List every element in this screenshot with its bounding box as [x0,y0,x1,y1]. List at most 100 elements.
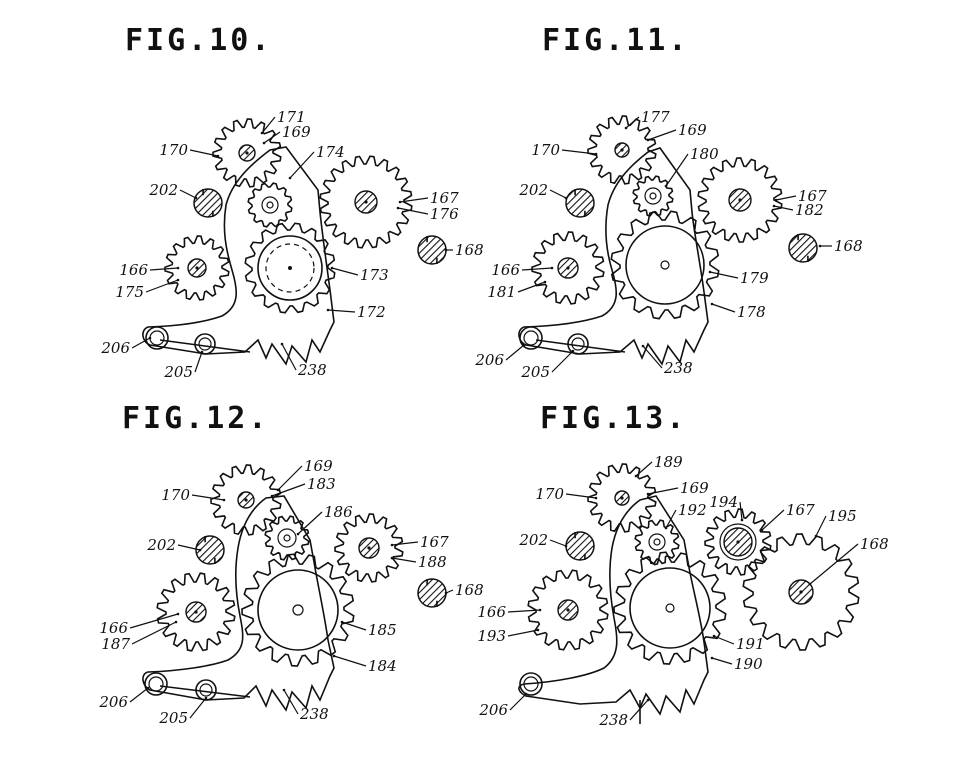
stud [193,188,223,218]
leader-line [289,151,315,179]
shaft-center [566,608,570,612]
leader-line [561,149,597,155]
reference-numeral: 179 [740,269,769,287]
gear [319,155,413,249]
reference-numeral: 177 [641,108,670,126]
leader-dot [332,654,336,658]
pivot-pin [195,679,217,701]
gear [156,572,236,652]
reference-numeral: 168 [860,535,889,553]
gear-outline [613,551,727,665]
gear [632,175,674,217]
leader-line [565,493,597,499]
reference-numeral: 175 [115,283,144,301]
gear-outline [264,515,310,561]
leader-dot [146,686,150,690]
leader-line [665,509,677,529]
reference-numeral: 238 [299,705,329,723]
leader-line [517,281,546,293]
gear-outline [531,231,605,305]
reference-numeral: 206 [478,701,508,719]
leader-dot [710,656,714,660]
leader-line [189,149,219,157]
gear-outline [244,222,336,314]
leader-dot [536,628,540,632]
pin-outer [519,672,543,696]
pin-inner [148,676,164,692]
leader-dot [814,534,818,538]
leader-line [507,609,541,613]
leader-dot [664,526,668,530]
leader-dot [818,244,822,248]
leader-dot [774,198,778,202]
reference-numeral: 206 [98,693,128,711]
leader-dot [571,349,575,353]
leader-line [177,544,201,551]
fig13-lever-plate [518,495,709,716]
leader-dot [194,196,198,200]
gear-outline [241,553,355,667]
gear-outline [212,118,282,188]
leader-dot [710,302,714,306]
leader-dot [260,131,264,135]
leader-dot [594,496,598,500]
leader-dot [634,474,638,478]
stud-slot [574,189,586,217]
leader-dot [288,176,292,180]
pin-inner [523,676,539,692]
leader-line [263,131,281,144]
gear-hub-ring [719,523,757,561]
gear-hub-ring [261,196,279,214]
stud-slot [204,536,216,564]
reference-numeral: 238 [297,361,327,379]
shaft-center [245,151,249,155]
leader-dot [444,248,448,252]
leader-dot [564,196,568,200]
leader-dot [522,343,526,347]
leader-dot [538,608,542,612]
gear-outline [634,519,680,565]
leader-dot [708,270,712,274]
pin-outer [144,672,168,696]
gear [587,115,657,185]
reference-numeral: 167 [430,189,459,207]
leader-line [277,465,303,491]
leader-line [549,189,567,199]
gear-outline [164,235,230,301]
reference-numeral: 183 [307,475,336,493]
gear-outline [334,513,404,583]
leader-line [709,271,739,279]
leader-line [713,635,735,645]
gear [613,551,727,665]
leader-line [739,501,743,521]
gear [610,210,720,320]
reference-numeral: 181 [487,283,516,301]
shaft-center [292,604,304,616]
reference-numeral: 167 [798,187,827,205]
reference-numeral: 192 [678,501,707,519]
leader-line [131,621,177,645]
leader-dot [624,126,628,130]
leader-line [775,195,797,201]
shaft-center [799,590,803,594]
stud-slot [574,532,586,560]
stud [417,235,447,265]
leader-line [129,687,149,703]
reference-numeral: 171 [277,108,306,126]
reference-numeral: 168 [455,241,484,259]
leader-dot [543,280,547,284]
leader-line [391,557,417,563]
leader-line [521,267,553,271]
gear [264,515,310,561]
reference-numeral: 167 [420,533,449,551]
leader-line [509,693,527,711]
gear [697,157,783,243]
hatched-stud [565,188,595,218]
gear-outline [247,182,293,228]
shaft-center [620,148,624,152]
gear-outline [697,157,783,243]
shaft-center [195,266,199,270]
reference-numeral: 168 [834,237,863,255]
leader-line [327,309,356,313]
leader-dot [176,266,180,270]
